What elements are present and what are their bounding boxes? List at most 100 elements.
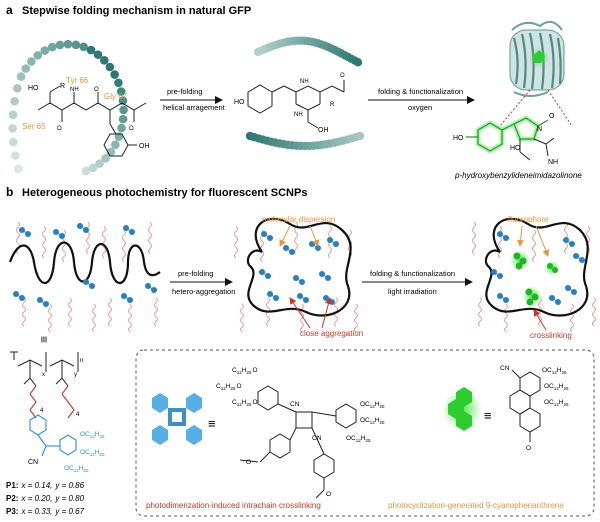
chain-bead: [116, 87, 126, 96]
arrow1-top-b: pre-folding: [178, 269, 213, 278]
svg-text:OC12H25: OC12H25: [80, 449, 105, 457]
caption-photocyclization: photocyclization-generated 9-cyanophenan…: [388, 501, 564, 510]
chain-bead: [353, 58, 363, 67]
fluorophore-green-groups: [510, 250, 560, 306]
side-chain-wave: [240, 303, 244, 333]
group-o-a3: O: [129, 126, 134, 132]
chain-bead: [95, 159, 104, 168]
group-o-c: O: [549, 113, 555, 120]
chain-bead: [21, 64, 31, 73]
svg-text:C12H25O: C12H25O: [232, 399, 258, 407]
chemistry-detail-box: [135, 349, 595, 517]
o-dimer-1: O: [246, 459, 251, 466]
svg-text:P2:x = 0.20,y = 0.80: P2:x = 0.20,y = 0.80: [6, 494, 85, 503]
chain-bead: [86, 45, 96, 55]
side-chain-wave: [532, 229, 536, 263]
chain-bead: [118, 96, 128, 105]
arrow1-bottom-b: hetero-aggregation: [172, 287, 235, 296]
svg-text:OC12H25: OC12H25: [80, 431, 105, 439]
cyclobutane-dimer-icon: [152, 393, 202, 445]
side-chain-wave: [592, 297, 596, 327]
svg-text:P3:x = 0.33,y = 0.67: P3:x = 0.33,y = 0.67: [6, 507, 85, 516]
side-chain-wave: [472, 221, 476, 255]
arrow1-bottom-a: helical arragement: [163, 103, 226, 112]
side-chain-wave: [354, 303, 358, 333]
chain-bead: [10, 151, 20, 160]
side-chain-wave: [504, 303, 508, 333]
svg-text:OC12H25: OC12H25: [360, 417, 385, 425]
svg-text:P1:x = 0.14,y = 0.86: P1:x = 0.14,y = 0.86: [6, 481, 85, 490]
chain-bead: [119, 105, 128, 115]
group-ho-c2: HO: [510, 145, 521, 152]
chain-bead: [111, 140, 120, 149]
group-n-c: N: [537, 126, 542, 133]
svg-text:OC12H25: OC12H25: [542, 367, 567, 375]
chain-bead: [10, 96, 19, 106]
label-close-aggregation: close aggregation: [300, 329, 363, 338]
residue-tyr66: Tyr 66: [66, 76, 89, 85]
side-chain-wave: [122, 229, 126, 263]
svg-text:OC12H25: OC12H25: [64, 465, 89, 473]
side-chain-wave: [22, 297, 26, 327]
stilbene-core-blue: [29, 414, 77, 457]
group-r-b: R: [330, 102, 335, 108]
side-chain-wave: [148, 221, 152, 255]
chain-bead: [8, 110, 18, 119]
group-o-a2: O: [57, 126, 62, 132]
arrow-crosslinking: [533, 309, 547, 331]
sub-n: n: [80, 358, 83, 364]
side-chain-wave: [86, 221, 90, 255]
phenanthrene-alkoxy-labels: OC12H25 OC12H25 OC12H25: [542, 367, 569, 407]
chain-bead: [114, 78, 123, 88]
label-crosslinking: crosslinking: [530, 331, 572, 340]
gfp-barrel-image: [509, 20, 565, 97]
group-ho-b: HO: [234, 99, 245, 106]
phenanthrene-icon: [442, 387, 482, 431]
arrow1-top-a: pre-folding: [167, 87, 202, 96]
peptide-structure-middle: [247, 80, 345, 129]
zoom-line-right: [547, 89, 573, 127]
polymer-alkoxy-labels: OC12H25 OC12H25 OC12H25: [64, 431, 105, 473]
arrow2-top-b: folding & functionalization: [370, 269, 455, 278]
equiv-symbol-left: ≡: [37, 336, 51, 343]
chromophore-structure: [466, 115, 555, 161]
sub-y: y: [74, 372, 77, 378]
chain-bead: [47, 42, 57, 52]
group-nh-b2: NH: [300, 79, 309, 85]
sub-4a: 4: [40, 408, 44, 414]
side-chain-wave: [570, 303, 574, 333]
chain-bead: [117, 123, 126, 133]
polymer-composition-list: P1:x = 0.14,y = 0.86 P2:x = 0.20,y = 0.8…: [6, 481, 85, 516]
svg-text:OC12H25: OC12H25: [544, 399, 569, 407]
group-ho-a: HO: [28, 85, 39, 92]
chain-bead: [16, 72, 26, 81]
dimer-alkyl-labels: C12H25O C12H25O C12H25O OC12H25 OC12H25 …: [216, 367, 385, 443]
group-nh-c: NH: [548, 159, 558, 166]
arrow-fluorophore-1: [517, 225, 525, 247]
side-chain-wave: [498, 225, 502, 259]
arrow-fluorophore-2: [535, 225, 550, 257]
chain-bead: [9, 137, 18, 147]
group-o-b: O: [340, 73, 345, 79]
side-chain-wave: [154, 297, 158, 327]
chain-bead: [110, 70, 119, 79]
svg-text:C12H25O: C12H25O: [216, 383, 242, 391]
arrow-aggregation-2: [321, 297, 332, 329]
chain-bead: [93, 50, 103, 59]
group-oh-a: OH: [139, 143, 150, 150]
cn-dimer-1: CN: [290, 401, 300, 408]
equiv-symbol-phenanthrene: ≡: [484, 408, 492, 423]
group-oh-b: OH: [318, 127, 329, 134]
svg-text:OC12H25: OC12H25: [544, 383, 569, 391]
side-chain-wave: [234, 225, 238, 259]
group-ho-c: HO: [453, 135, 464, 142]
side-chain-wave: [48, 303, 52, 333]
side-chain-wave: [300, 303, 304, 333]
svg-text:OC12H25: OC12H25: [360, 401, 385, 409]
side-chain-wave: [108, 297, 112, 327]
chain-bead: [8, 124, 17, 133]
cn-dimer-2: CN: [312, 435, 322, 442]
panel-a-letter: a: [6, 3, 13, 17]
chain-bead: [71, 40, 81, 50]
equiv-symbol-dimer: ≡: [208, 416, 216, 431]
